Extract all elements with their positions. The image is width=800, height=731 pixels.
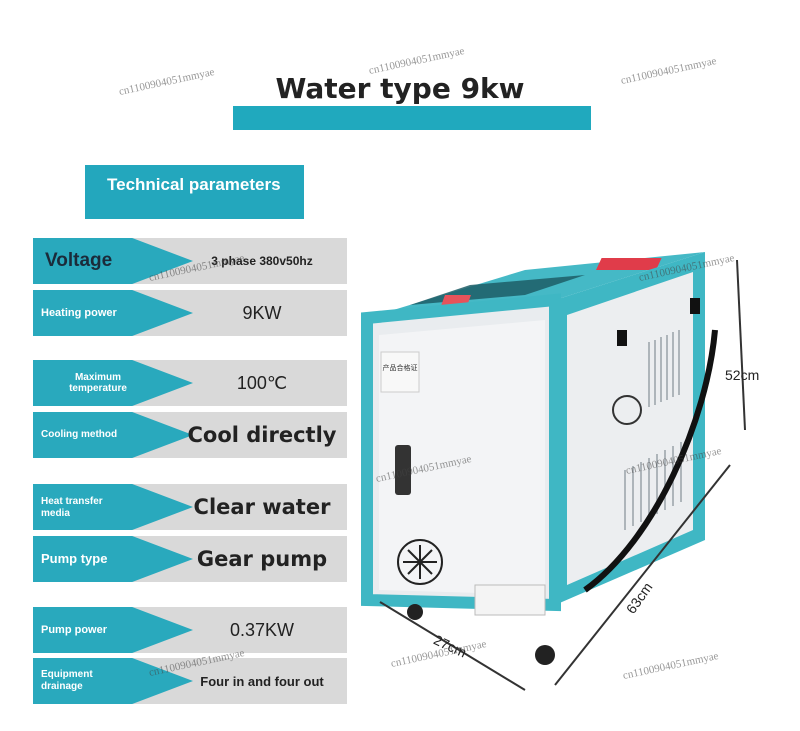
- spec-row-voltage: Voltage 3 phase 380v50hz: [33, 238, 347, 284]
- spec-label: Voltage: [45, 250, 113, 271]
- front-panel-inner: [379, 320, 545, 595]
- spec-label: Heating power: [41, 307, 117, 319]
- spec-value: Cool directly: [187, 423, 337, 447]
- nameplate: [474, 584, 546, 616]
- spec-label-box: Cooling method: [33, 412, 193, 458]
- spec-value: 3 phase 380v50hz: [211, 254, 313, 268]
- height-dimension-line: [736, 259, 746, 431]
- spec-label: Maximum temperature: [69, 372, 127, 394]
- spec-label-box: Heating power: [33, 290, 193, 336]
- spec-value: 0.37KW: [229, 619, 295, 640]
- depth-dimension-line: [554, 464, 731, 686]
- page-title: Water type 9kw: [275, 72, 525, 105]
- title-underline-bar: [233, 106, 591, 130]
- wheel-front-right: [535, 645, 555, 665]
- front-fan-icon: [397, 539, 443, 585]
- warning-label: [596, 258, 662, 270]
- spec-label: Pump power: [41, 624, 108, 636]
- spec-row-heat-transfer-media: Heat transfer media Clear water: [33, 484, 347, 530]
- side-vent-grille: [624, 330, 682, 530]
- spec-row-equipment-drainage: Equipment drainage Four in and four out: [33, 658, 347, 704]
- spec-value: 100℃: [236, 372, 288, 393]
- spec-label-box: Pump type: [33, 536, 193, 582]
- wheel-front-left: [407, 604, 423, 620]
- spec-label: Equipment drainage: [41, 669, 93, 692]
- spec-row-pump-type: Pump type Gear pump: [33, 536, 347, 582]
- certificate-text: 产品合格证: [383, 363, 418, 372]
- spec-row-max-temperature: Maximum temperature 100℃: [33, 360, 347, 406]
- side-fan-icon: [612, 395, 642, 425]
- spec-row-cooling-method: Cooling method Cool directly: [33, 412, 347, 458]
- spec-value: 9KW: [242, 302, 282, 323]
- side-panel-inner: [567, 272, 693, 585]
- spec-row-pump-power: Pump power 0.37KW: [33, 607, 347, 653]
- spec-label: Cooling method: [41, 429, 118, 440]
- spec-row-heating-power: Heating power 9KW: [33, 290, 347, 336]
- front-fan-blades: [403, 545, 437, 579]
- spec-label: Heat transfer media: [41, 496, 103, 519]
- certificate-card: [380, 351, 420, 393]
- spec-value: Four in and four out: [200, 673, 324, 689]
- spec-label-box: Maximum temperature: [33, 360, 193, 406]
- spec-value: Clear water: [193, 495, 331, 519]
- spec-value: Gear pump: [196, 547, 328, 571]
- machine-illustration: 产品合格证: [361, 252, 746, 691]
- spec-label-box: Heat transfer media: [33, 484, 193, 530]
- front-handle: [395, 445, 411, 495]
- width-dimension-line: [379, 601, 526, 691]
- spec-label-box: Pump power: [33, 607, 193, 653]
- spec-label: Pump type: [41, 551, 108, 566]
- power-cable: [583, 329, 718, 593]
- section-label: Technical parameters: [107, 175, 281, 194]
- height-dimension: 52cm: [725, 367, 760, 383]
- side-socket-2: [690, 298, 700, 314]
- side-socket: [617, 330, 627, 346]
- section-label-box: Technical parameters: [85, 165, 304, 219]
